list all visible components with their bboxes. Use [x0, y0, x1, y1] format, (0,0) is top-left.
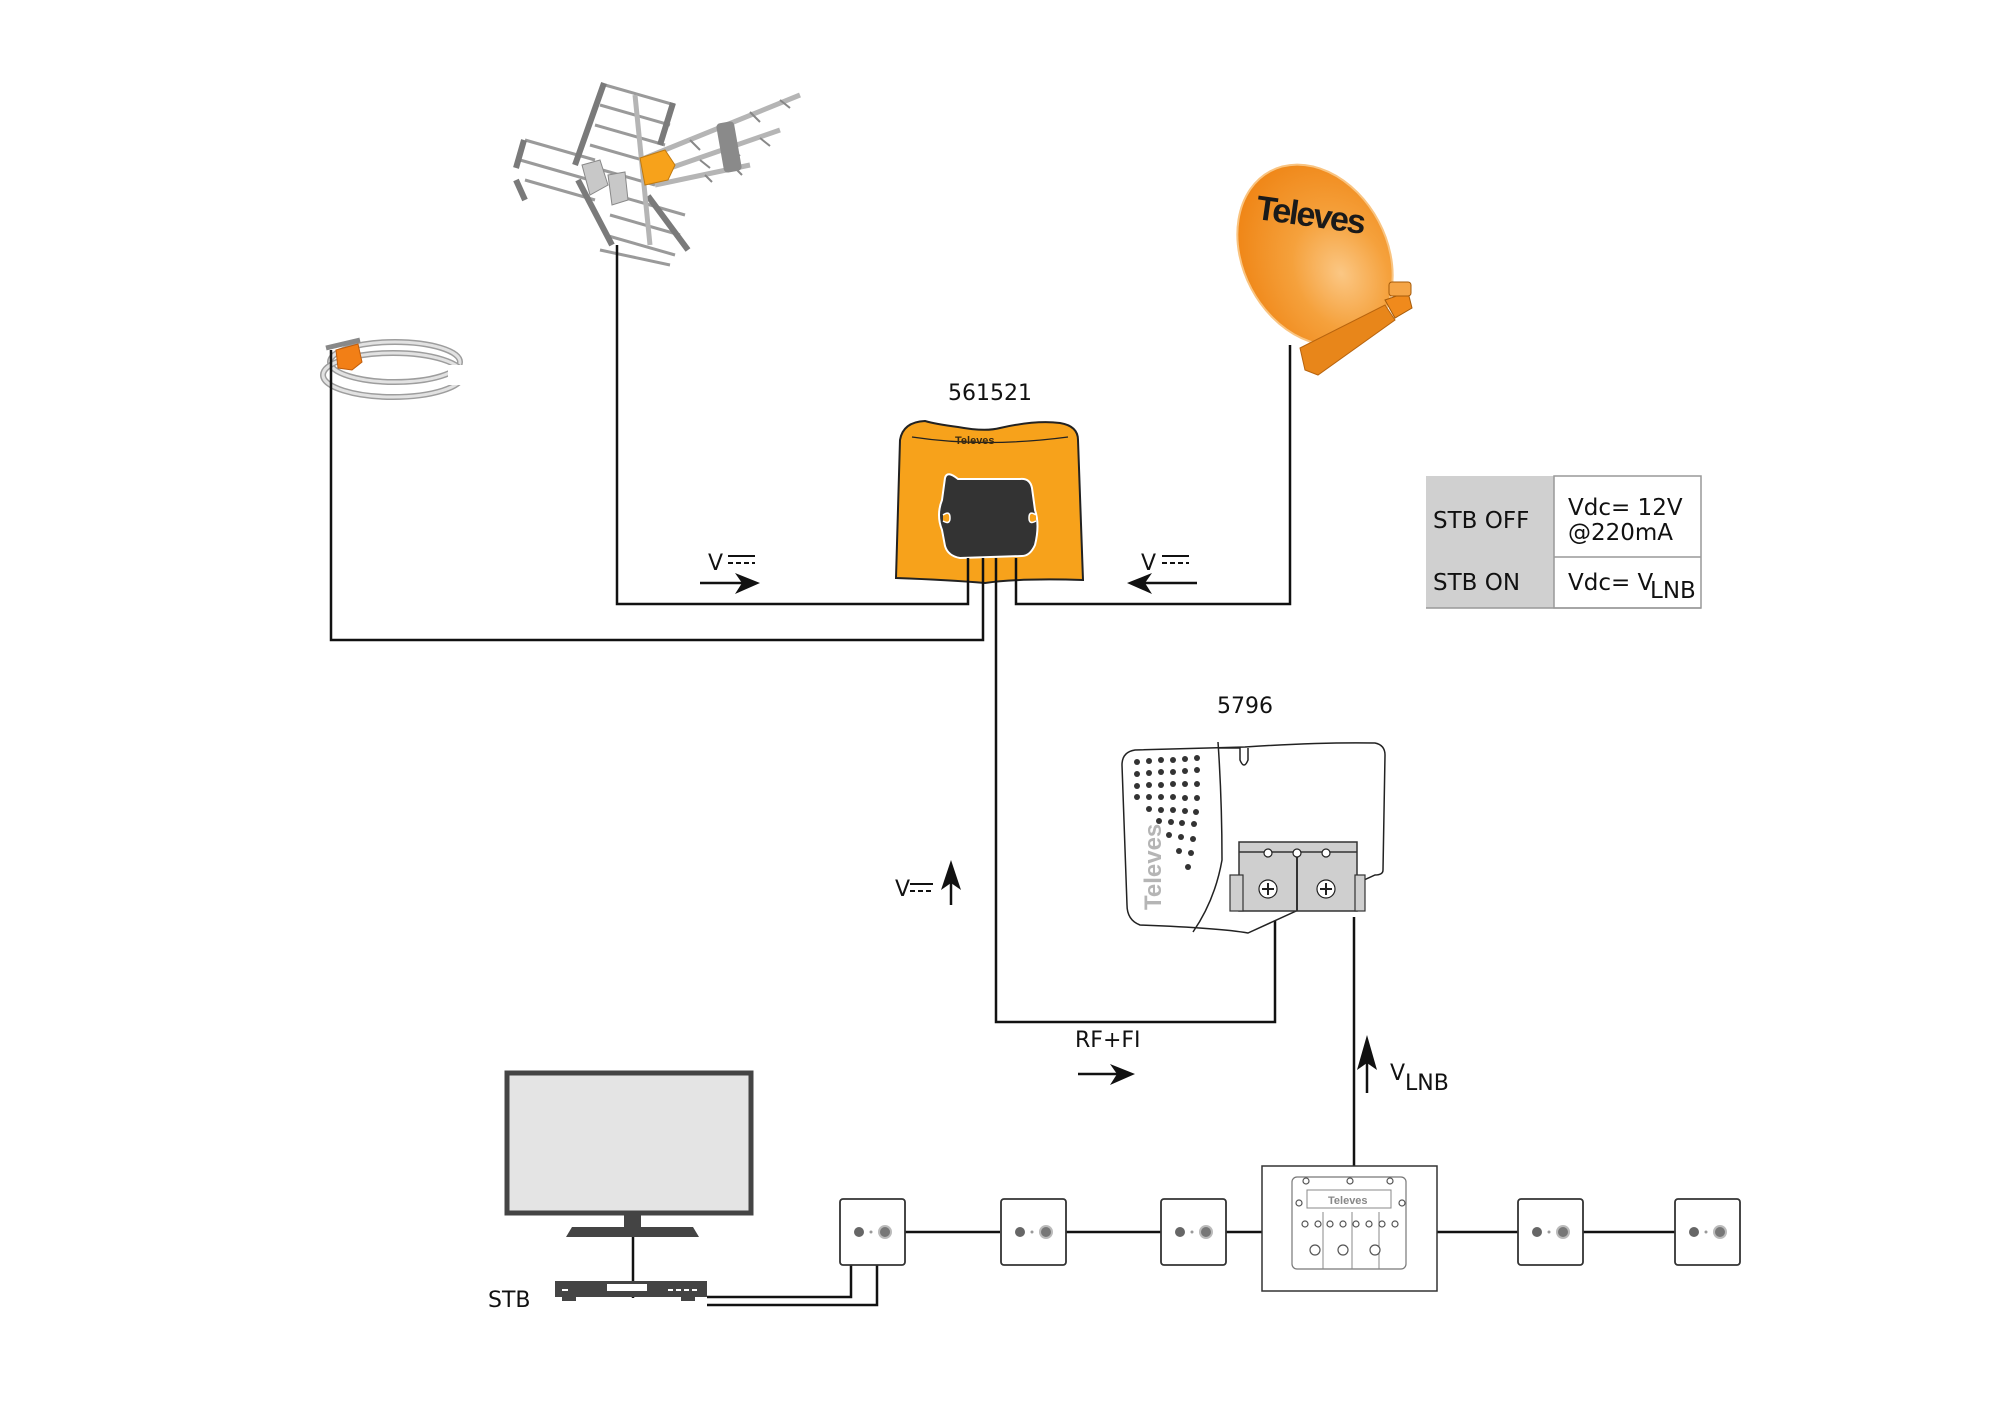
terrestrial-antenna-icon: [513, 81, 801, 267]
sat-socket-icon: [878, 1225, 892, 1239]
arrow-right-icon: [1110, 1064, 1135, 1085]
combiner-label: 561521: [948, 381, 1032, 406]
fm-antenna-icon: [320, 337, 472, 400]
splitter-brand-label: Televes: [1328, 1195, 1368, 1207]
tv-socket-icon: [854, 1227, 864, 1237]
combiner-brand-label: Televes: [955, 435, 995, 447]
combiner-device-icon: Televes: [894, 419, 1085, 585]
vdc-right-indicator: V: [1127, 551, 1197, 594]
vdc-right-label: V: [1141, 551, 1156, 576]
sat-socket-icon: [1556, 1225, 1570, 1239]
vdc-left-label: V: [708, 551, 723, 576]
table-row-off-state: STB OFF: [1433, 508, 1529, 534]
table-row-off-value-2: @220mA: [1568, 520, 1673, 546]
wall-outlet-icon: [839, 1198, 906, 1266]
table-row-on-value: Vdc= V: [1568, 570, 1654, 596]
tv-socket-icon: [1175, 1227, 1185, 1237]
splitter-device-icon: Televes: [1261, 1165, 1438, 1292]
table-row-on-state: STB ON: [1433, 570, 1520, 596]
table-row-on-subscript: LNB: [1650, 578, 1696, 604]
power-supply-label: 5796: [1217, 694, 1273, 719]
stb-label: STB: [488, 1288, 531, 1313]
arrow-up-icon: [1357, 1035, 1377, 1070]
vlnb-indicator: V LNB: [1357, 1035, 1449, 1096]
sat-socket-icon: [1713, 1225, 1727, 1239]
vlnb-subscript: LNB: [1405, 1071, 1449, 1096]
vent-holes: [1134, 755, 1200, 870]
wall-outlet-icon: [1517, 1198, 1584, 1266]
vdc-up-indicator: V: [895, 860, 961, 905]
tv-socket-icon: [1689, 1227, 1699, 1237]
power-supply-brand-label: Televes: [1140, 824, 1167, 910]
wall-outlet-icon: [1000, 1198, 1067, 1266]
wall-outlet-icon: [1160, 1198, 1227, 1266]
sat-socket-icon: [1199, 1225, 1213, 1239]
screw-icon: [1262, 883, 1332, 895]
stb-device-icon: [555, 1281, 707, 1301]
vdc-up-label: V: [895, 877, 910, 902]
tv-socket-icon: [1015, 1227, 1025, 1237]
stb-status-table: STB OFF Vdc= 12V @220mA STB ON Vdc= V LN…: [1426, 475, 1702, 609]
arrow-up-icon: [941, 860, 961, 890]
vdc-left-indicator: V: [700, 551, 760, 594]
vlnb-label: V: [1390, 1061, 1405, 1086]
rf-fi-indicator: RF+FI: [1075, 1028, 1141, 1085]
wall-outlets: [839, 1198, 1741, 1266]
sat-socket-icon: [1039, 1225, 1053, 1239]
power-supply-device-icon: Televes: [1121, 741, 1386, 934]
tv-icon: [504, 1070, 754, 1237]
wall-outlet-icon: [1674, 1198, 1741, 1266]
satellite-dish-icon: Televes: [1236, 163, 1413, 376]
arrow-left-icon: [1127, 573, 1152, 594]
arrow-right-icon: [735, 573, 760, 594]
table-row-off-value-1: Vdc= 12V: [1568, 495, 1683, 521]
tv-socket-icon: [1532, 1227, 1542, 1237]
rf-fi-label: RF+FI: [1075, 1028, 1141, 1053]
